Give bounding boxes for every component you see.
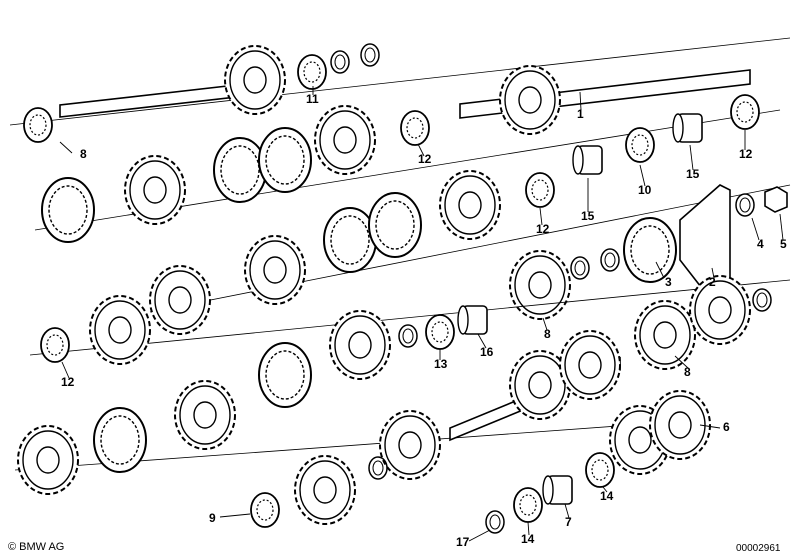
- callout-14-b: 14: [521, 532, 535, 546]
- document-number: 00002961: [736, 543, 781, 554]
- main-shaft-assembly: [9, 37, 791, 143]
- copyright-icon: ©: [8, 541, 17, 553]
- callout-5: 5: [780, 237, 787, 251]
- callout-12-b: 12: [536, 222, 550, 236]
- callout-6: 6: [723, 420, 730, 434]
- copyright-brand: © BMW AG: [8, 541, 64, 553]
- callout-16: 16: [480, 345, 494, 359]
- callout-8-right: 8: [684, 365, 691, 379]
- callout-7: 7: [565, 515, 572, 529]
- callout-15-b: 15: [686, 167, 700, 181]
- callout-2: 2: [709, 275, 716, 289]
- brand-name: BMW AG: [19, 541, 65, 553]
- callout-1: 1: [577, 107, 584, 121]
- callout-13: 13: [434, 357, 448, 371]
- callout-3: 3: [665, 275, 672, 289]
- callout-12-a: 12: [418, 152, 432, 166]
- callout-11: 11: [306, 92, 319, 106]
- gear-row-2: [34, 94, 781, 243]
- callout-14-a: 14: [600, 489, 614, 503]
- gear-row-3: [149, 170, 791, 335]
- callout-8-middle: 8: [544, 327, 551, 341]
- callout-10: 10: [638, 183, 652, 197]
- callout-15-a: 15: [581, 209, 595, 223]
- gear-row-4: [29, 275, 791, 408]
- callout-12-c: 12: [739, 147, 753, 161]
- callout-8-top-left: 8: [80, 147, 87, 161]
- callout-12-d: 12: [61, 375, 75, 389]
- callout-9: 9: [209, 511, 216, 525]
- callout-4: 4: [757, 237, 764, 251]
- countershaft-assembly: [14, 330, 711, 534]
- callout-17: 17: [456, 535, 470, 549]
- leader-lines: [59, 86, 784, 542]
